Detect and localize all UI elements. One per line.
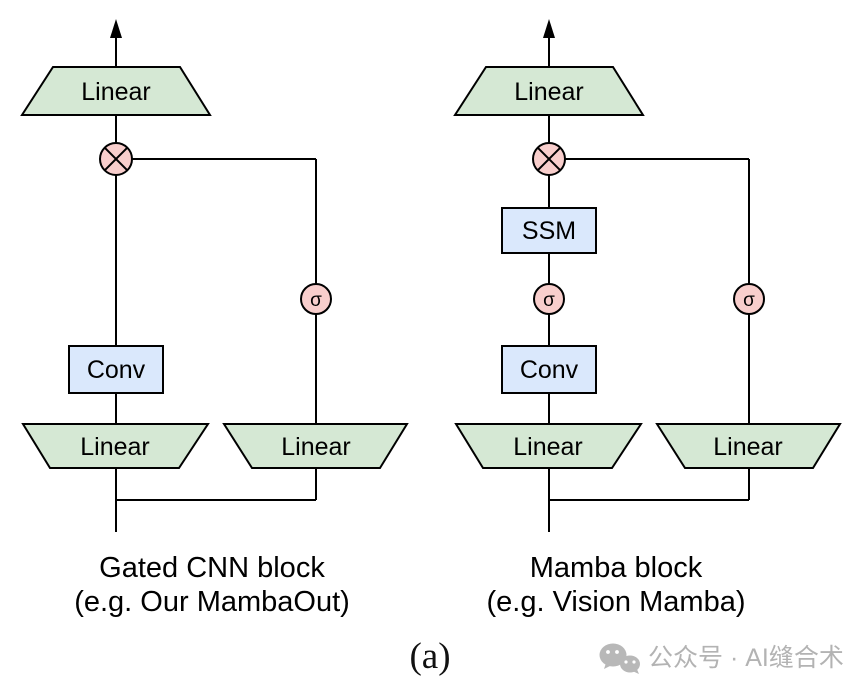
top-linear-shape [20,66,212,116]
ssm-box [501,207,597,254]
bottom-left-linear-label: Linear [80,433,150,461]
bottom-right-linear-shape [222,423,409,469]
right-caption-line2: (e.g. Vision Mamba) [487,586,746,618]
bottom-right-linear-label: Linear [281,433,351,461]
gated-cnn-block-diagram: Linear σ Conv Linear Linear Gated CNN bl… [20,19,409,618]
conv-box [501,345,597,394]
multiply-cross-line [536,146,562,172]
watermark: 公众号 · AI缝合术 [599,643,844,674]
wechat-icon [599,643,640,674]
top-linear-label: Linear [514,78,584,106]
watermark-text: 公众号 · AI缝合术 [648,644,844,672]
bottom-left-linear-shape [454,423,643,469]
arrow-up-icon [110,19,122,38]
bottom-right-linear-label: Linear [713,433,783,461]
sigma-label: σ [310,290,322,311]
sigma-label: σ [543,290,555,311]
conv-label: Conv [520,356,579,384]
ssm-label: SSM [522,217,576,245]
left-caption-line2: (e.g. Our MambaOut) [74,586,350,618]
conv-label: Conv [87,356,146,384]
bottom-right-linear-shape [655,423,842,469]
sigma-label: σ [743,290,755,311]
conv-box [68,345,164,394]
bottom-left-linear-shape [21,423,210,469]
arrow-up-icon [543,19,555,38]
top-linear-label: Linear [81,78,151,106]
mamba-block-diagram: Linear σ SSM σ Conv Linear Linear M [453,19,842,618]
right-caption-line1: Mamba block [530,552,703,584]
figure-label: (a) [409,636,450,677]
top-linear-shape [453,66,645,116]
bottom-left-linear-label: Linear [513,433,583,461]
multiply-cross-line [103,146,129,172]
left-caption-line1: Gated CNN block [99,552,325,584]
